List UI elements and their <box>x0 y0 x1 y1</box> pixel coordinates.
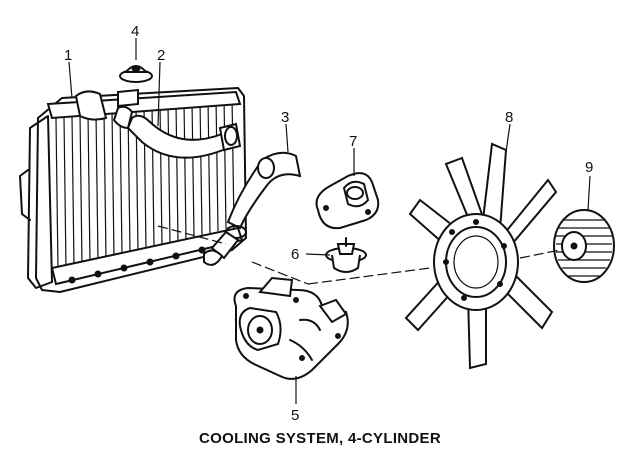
thermostat-housing <box>315 172 380 230</box>
cooling-fan <box>404 142 558 370</box>
thermostat <box>325 237 367 273</box>
callout-3: 3 <box>281 109 289 126</box>
callout-8: 8 <box>505 109 513 126</box>
callout-2: 2 <box>157 47 165 64</box>
callout-9: 9 <box>585 159 593 176</box>
radiator <box>19 87 247 293</box>
callout-labels: 1 2 4 3 7 6 8 9 5 <box>64 23 593 424</box>
upper-hose <box>112 105 242 159</box>
callout-7: 7 <box>349 133 357 150</box>
water-pump <box>233 276 349 380</box>
lower-hose <box>203 151 302 266</box>
callout-6: 6 <box>291 246 299 263</box>
diagram-caption: COOLING SYSTEM, 4-CYLINDER <box>199 430 441 447</box>
fan-clutch <box>553 209 615 283</box>
radiator-cap <box>119 65 153 83</box>
assembly-centerline <box>157 225 561 285</box>
callout-4: 4 <box>131 23 139 40</box>
callout-1: 1 <box>64 47 72 64</box>
leader-lines <box>68 38 591 404</box>
callout-5: 5 <box>291 407 299 424</box>
